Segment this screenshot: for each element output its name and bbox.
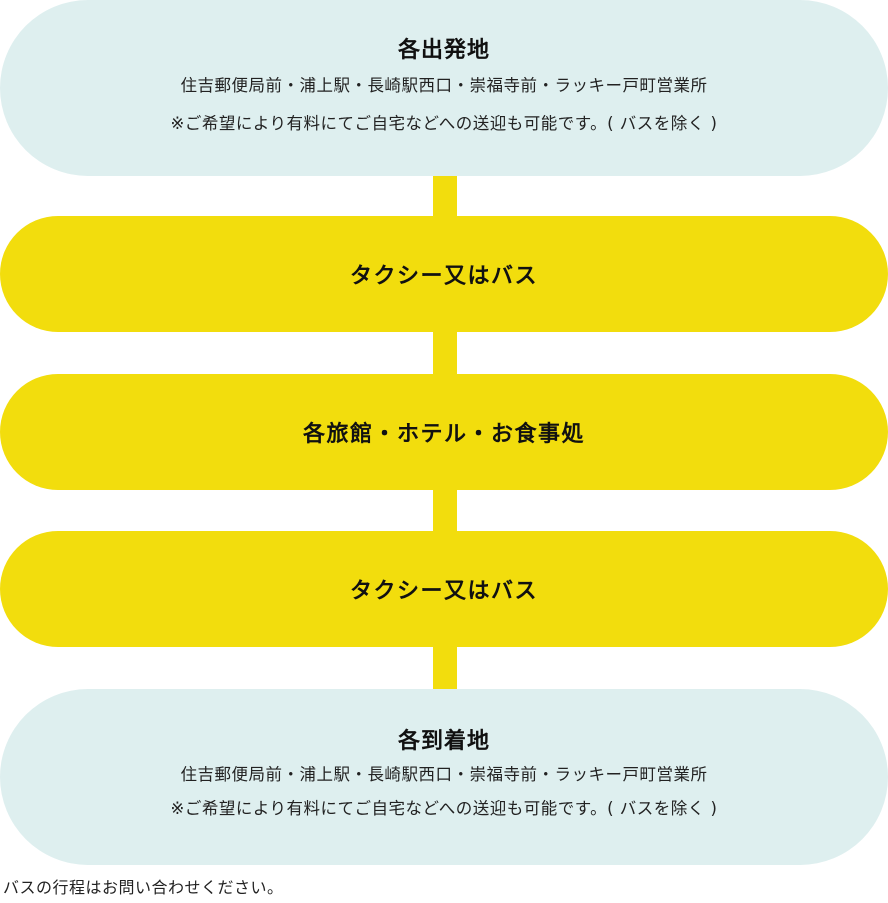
- arrival-locations: 住吉郵便局前・浦上駅・長崎駅西口・崇福寺前・ラッキー戸町営業所: [180, 765, 708, 784]
- transit-box-1: タクシー又はバス: [0, 216, 888, 332]
- venue-label: 各旅館・ホテル・お食事処: [302, 422, 585, 447]
- transit-box-2: タクシー又はバス: [0, 531, 888, 647]
- connector-departure-transit1: [433, 170, 457, 222]
- arrival-note: ※ご希望により有料にてご自宅などへの送迎も可能です。( バスを除く ): [170, 799, 718, 818]
- arrival-title: 各到着地: [397, 729, 490, 754]
- departure-locations: 住吉郵便局前・浦上駅・長崎駅西口・崇福寺前・ラッキー戸町営業所: [180, 76, 708, 95]
- transit-label-2: タクシー又はバス: [349, 579, 538, 604]
- departure-note: ※ご希望により有料にてご自宅などへの送迎も可能です。( バスを除く ): [170, 114, 718, 133]
- connector-transit1-venue: [433, 328, 457, 380]
- departure-title: 各出発地: [397, 38, 490, 63]
- transit-label-1: タクシー又はバス: [349, 264, 538, 289]
- arrival-box: 各到着地 住吉郵便局前・浦上駅・長崎駅西口・崇福寺前・ラッキー戸町営業所 ※ご希…: [0, 689, 888, 865]
- footnote: バスの行程はお問い合わせください。: [3, 878, 284, 897]
- connector-transit2-arrival: [433, 643, 457, 695]
- venue-box: 各旅館・ホテル・お食事処: [0, 374, 888, 490]
- departure-box: 各出発地 住吉郵便局前・浦上駅・長崎駅西口・崇福寺前・ラッキー戸町営業所 ※ご希…: [0, 0, 888, 176]
- connector-venue-transit2: [433, 486, 457, 538]
